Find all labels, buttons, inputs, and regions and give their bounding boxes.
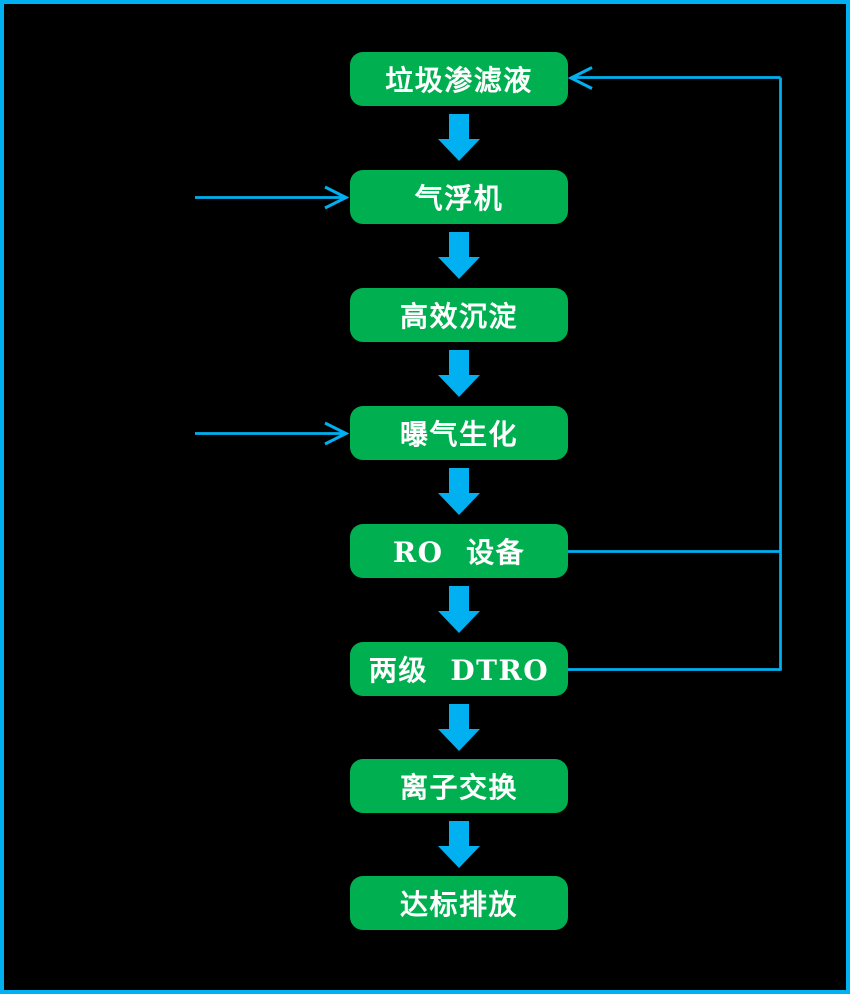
node-high-efficiency-sedimentation: 高效沉淀: [350, 288, 568, 342]
node-ion-exchange: 离子交换: [350, 759, 568, 813]
down-arrow-3: [438, 350, 480, 397]
down-arrow-6: [438, 704, 480, 751]
recycle-loop: [567, 66, 782, 671]
input-arrow-air-flotation: [195, 185, 350, 210]
recycle-arrow-head-icon: [567, 66, 593, 90]
node-landfill-leachate: 垃圾渗滤液: [350, 52, 568, 106]
down-arrow-4: [438, 468, 480, 515]
node-compliant-discharge: 达标排放: [350, 876, 568, 930]
down-arrow-5: [438, 586, 480, 633]
node-aeration-biochemical: 曝气生化: [350, 406, 568, 460]
down-arrow-2: [438, 232, 480, 279]
input-arrow-aeration-biochemical: [195, 421, 350, 446]
arrow-head-icon: [324, 185, 350, 210]
down-arrow-7: [438, 821, 480, 868]
node-ro-equipment: RO 设备: [350, 524, 568, 578]
down-arrow-1: [438, 114, 480, 161]
node-two-stage-dtro: 两级 DTRO: [350, 642, 568, 696]
arrow-head-icon: [324, 421, 350, 446]
node-air-flotation: 气浮机: [350, 170, 568, 224]
